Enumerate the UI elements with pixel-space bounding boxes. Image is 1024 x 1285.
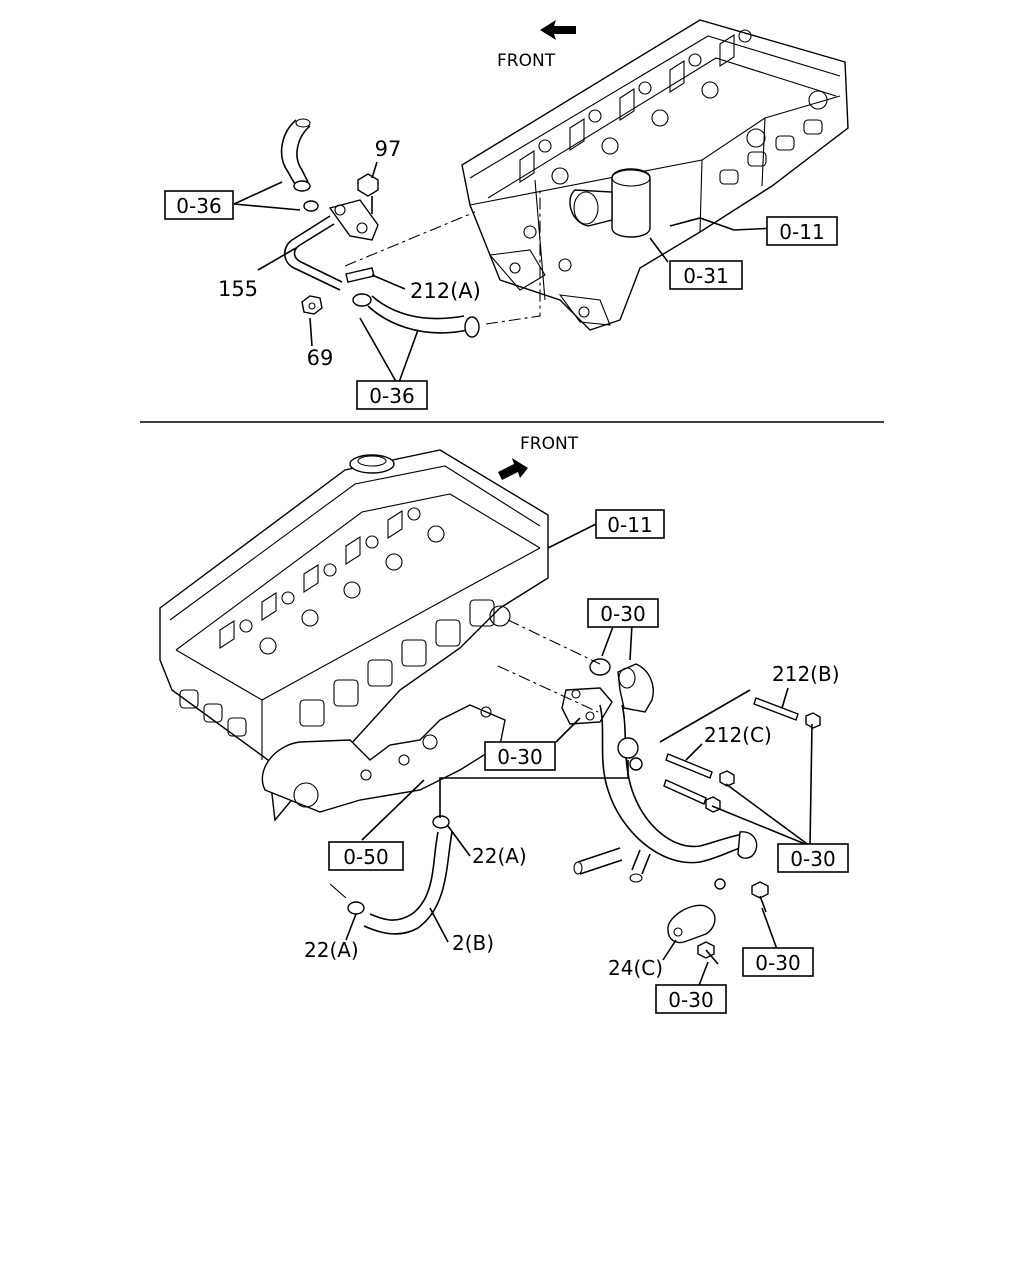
top-diagram: FRONT	[164, 19, 849, 410]
ref-0-11-top: 0-11	[779, 220, 824, 244]
ref-0-30-bolt: 0-30	[755, 951, 800, 975]
part-97: 97	[375, 137, 402, 161]
ref-box-0-30-mid	[484, 741, 556, 771]
ref-0-30-mid: 0-30	[497, 745, 542, 769]
front-label: FRONT	[497, 51, 556, 71]
ref-0-30-right: 0-30	[790, 847, 835, 871]
part-69: 69	[307, 346, 334, 370]
ref-0-36-left: 0-36	[176, 194, 221, 218]
ref-0-50: 0-50	[343, 845, 388, 869]
front-arrow-icon	[540, 20, 576, 40]
part-22a-right: 22(A)	[472, 844, 527, 868]
front-label-bottom: FRONT	[520, 434, 579, 454]
ref-box-0-31	[669, 260, 743, 290]
ref-0-11-bottom: 0-11	[607, 513, 652, 537]
part-24c: 24(C)	[608, 956, 663, 980]
part-2b: 2(B)	[452, 931, 494, 955]
coolant-pipe-bottom	[347, 658, 821, 965]
ref-box-0-30-bolt	[742, 947, 814, 977]
ref-box-0-30-right	[777, 843, 849, 873]
bottom-leader-lines	[329, 523, 813, 989]
ref-box-0-36-bottom	[356, 380, 428, 410]
cylinder-head-top	[461, 19, 849, 331]
ref-0-30-bottom: 0-30	[668, 988, 713, 1012]
part-155: 155	[218, 277, 258, 301]
ref-0-30-top: 0-30	[600, 602, 645, 626]
ref-0-31: 0-31	[683, 264, 728, 288]
ref-box-0-30-bottom	[655, 984, 727, 1014]
part-212c: 212(C)	[704, 723, 772, 747]
ref-box-0-11-bottom	[595, 509, 665, 539]
ref-box-0-11-top	[766, 216, 838, 246]
ref-box-0-36-left	[164, 190, 234, 220]
cylinder-head-bottom	[159, 449, 549, 822]
part-212a: 212(A)	[410, 279, 481, 303]
top-leader-lines	[233, 161, 777, 386]
front-arrow-icon-bottom	[498, 458, 528, 480]
part-212b: 212(B)	[772, 662, 840, 686]
bottom-diagram: FRONT	[159, 434, 849, 1014]
pipe-assembly-top	[280, 118, 480, 338]
ref-box-0-30-top	[587, 598, 659, 628]
part-22a-left: 22(A)	[304, 938, 359, 962]
ref-box-0-50	[328, 841, 404, 871]
ref-0-36-bottom: 0-36	[369, 384, 414, 408]
